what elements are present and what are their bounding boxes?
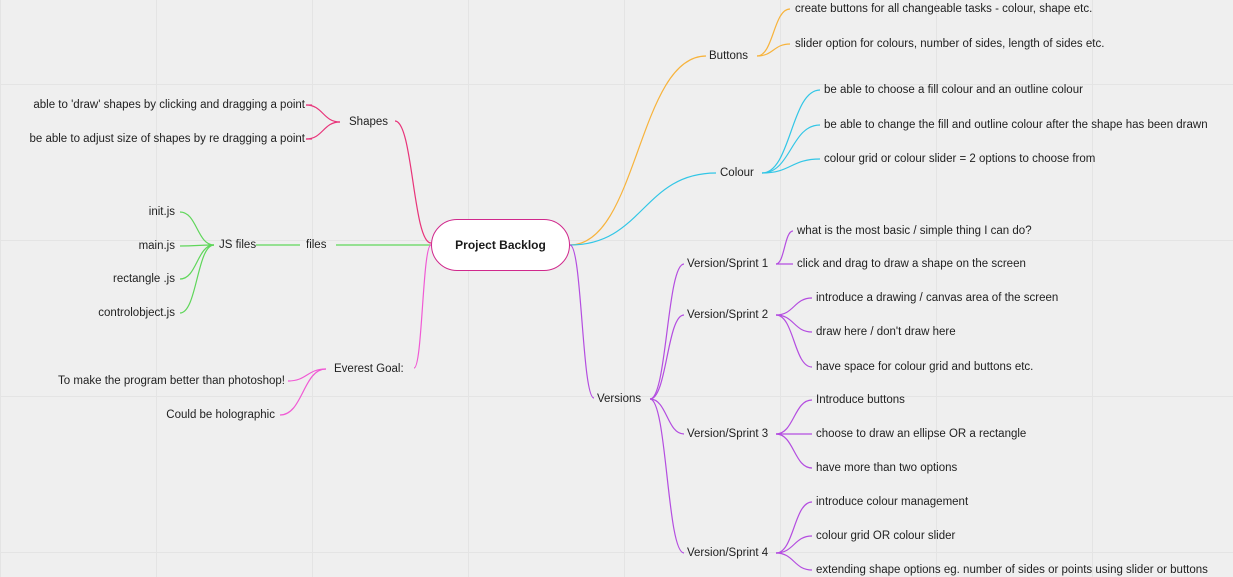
link-versions-sprint-2: [649, 314, 685, 400]
root-node[interactable]: Project Backlog: [431, 219, 570, 271]
node-sprint-3-options[interactable]: have more than two options: [816, 462, 958, 474]
node-colour-fill-outline[interactable]: be able to choose a fill colour and an o…: [824, 84, 1083, 96]
node-sprint-3-buttons[interactable]: Introduce buttons: [816, 394, 905, 406]
link-versions-sprint-4: [649, 398, 685, 554]
node-sprint-2-space[interactable]: have space for colour grid and buttons e…: [816, 361, 1034, 373]
link-versions-sprint-1: [649, 263, 685, 400]
node-sprint-4-grid-slider[interactable]: colour grid OR colour slider: [816, 530, 956, 542]
link-js-controlobject: [179, 244, 215, 314]
link-sprint-3-options: [775, 433, 813, 469]
node-shapes-resize[interactable]: be able to adjust size of shapes by re d…: [29, 133, 305, 145]
node-buttons[interactable]: Buttons: [709, 50, 748, 62]
link-sprint-4-grid: [775, 535, 813, 554]
link-sprint-4-colour: [775, 501, 813, 554]
link-sprint-2-space: [775, 314, 813, 368]
link-colour-grid: [761, 158, 821, 174]
link-buttons-create: [756, 8, 791, 57]
node-sprint-2-canvas[interactable]: introduce a drawing / canvas area of the…: [816, 292, 1059, 304]
node-sprint-4-colour-mgmt[interactable]: introduce colour management: [816, 496, 969, 508]
node-main-js[interactable]: main.js: [138, 240, 175, 252]
node-colour[interactable]: Colour: [720, 167, 754, 179]
node-sprint-4-shape-options[interactable]: extending shape options eg. number of si…: [816, 564, 1208, 576]
link-root-colour: [569, 172, 717, 246]
node-colour-grid-slider[interactable]: colour grid or colour slider = 2 options…: [824, 153, 1096, 165]
node-files[interactable]: files: [306, 239, 327, 251]
node-sprint-1-basic[interactable]: what is the most basic / simple thing I …: [797, 225, 1032, 237]
link-sprint-4-shape: [775, 552, 813, 571]
link-colour-change: [761, 124, 821, 174]
node-shapes-draw[interactable]: able to 'draw' shapes by clicking and dr…: [33, 99, 305, 111]
node-sprint-1-click-drag[interactable]: click and drag to draw a shape on the sc…: [797, 258, 1026, 270]
link-sprint-1-basic: [775, 230, 794, 265]
link-shapes-child-1: [305, 104, 341, 123]
node-sprint-1[interactable]: Version/Sprint 1: [687, 258, 769, 270]
link-root-buttons: [569, 55, 707, 246]
node-sprint-2-draw-here[interactable]: draw here / don't draw here: [816, 326, 956, 338]
root-node-label: Project Backlog: [455, 238, 546, 252]
node-versions[interactable]: Versions: [597, 393, 642, 405]
link-versions-sprint-3: [649, 398, 685, 435]
link-shapes-child-2: [305, 121, 341, 140]
node-rectangle-js[interactable]: rectangle .js: [112, 273, 175, 285]
link-root-versions: [569, 244, 595, 399]
node-sprint-3[interactable]: Version/Sprint 3: [687, 428, 769, 440]
node-sprint-2[interactable]: Version/Sprint 2: [687, 309, 769, 321]
node-everest-goal[interactable]: Everest Goal:: [334, 363, 404, 375]
node-controlobject-js[interactable]: controlobject.js: [98, 307, 175, 319]
link-root-shapes: [394, 120, 432, 244]
node-everest-holographic[interactable]: Could be holographic: [166, 409, 275, 421]
link-everest-holographic: [279, 368, 327, 416]
node-everest-photoshop[interactable]: To make the program better than photosho…: [58, 375, 285, 387]
link-everest-photoshop: [287, 368, 327, 382]
node-init-js[interactable]: init.js: [148, 206, 175, 218]
link-js-rectangle: [179, 244, 215, 280]
link-sprint-3-buttons: [775, 399, 813, 435]
link-sprint-2-canvas: [775, 297, 813, 316]
link-colour-fill: [761, 89, 821, 174]
node-colour-change-after[interactable]: be able to change the fill and outline c…: [824, 119, 1208, 131]
node-shapes[interactable]: Shapes: [349, 116, 389, 128]
link-js-init: [179, 211, 215, 246]
link-root-everest: [413, 244, 432, 369]
node-buttons-create[interactable]: create buttons for all changeable tasks …: [795, 3, 1093, 15]
link-buttons-slider: [756, 43, 791, 57]
node-buttons-slider[interactable]: slider option for colours, number of sid…: [795, 38, 1105, 50]
node-sprint-4[interactable]: Version/Sprint 4: [687, 547, 769, 559]
node-sprint-3-ellipse[interactable]: choose to draw an ellipse OR a rectangle: [816, 428, 1027, 440]
node-js-files[interactable]: JS files: [219, 239, 257, 251]
